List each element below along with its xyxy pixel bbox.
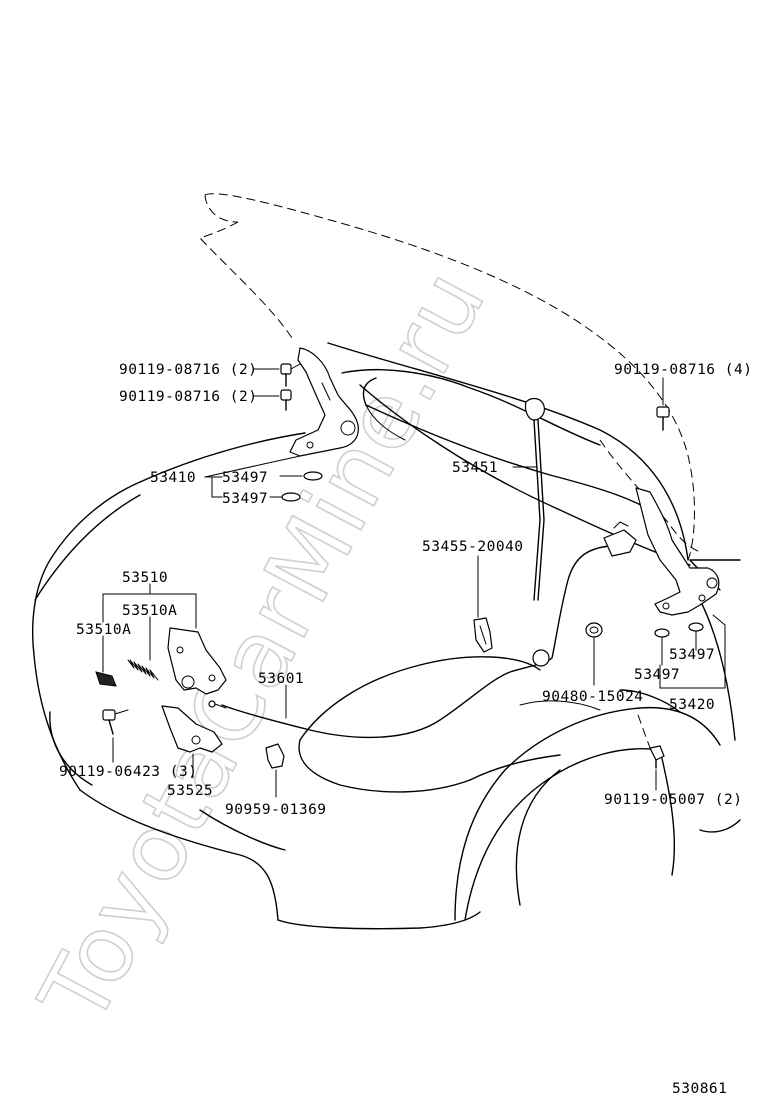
- label-support-rod: 53451: [452, 460, 498, 476]
- label-hinge-left: 53410: [150, 470, 196, 486]
- svg-text:ToyotaCarMine.ru: ToyotaCarMine.ru: [19, 252, 506, 1041]
- car-body-outline: [31, 193, 741, 930]
- hood-hinge-left: [289, 347, 359, 457]
- washer-icon: [281, 492, 301, 502]
- label-lever: 53525: [167, 783, 213, 799]
- hood-lock: [167, 627, 227, 695]
- bolt-icon: [102, 709, 129, 735]
- label-holder: 53455-20040: [422, 539, 524, 555]
- label-lock: 53510: [122, 570, 168, 586]
- hood-hinge-right: [635, 487, 720, 616]
- washer-icon: [654, 628, 670, 638]
- diagram-id: 530861: [672, 1081, 727, 1097]
- hood-support-rod: [524, 397, 545, 601]
- release-lever: [161, 705, 223, 753]
- bolt-icon: [637, 714, 665, 769]
- bolt-icon: [656, 406, 670, 431]
- label-cable: 53601: [258, 671, 304, 687]
- label-lock-a-right: 53510A: [122, 603, 177, 619]
- leader-lines: [102, 368, 726, 798]
- label-washer-left-1: 53497: [222, 470, 268, 486]
- label-washer-left-2: 53497: [222, 491, 268, 507]
- spring-icon: [127, 659, 159, 681]
- label-bolt-right: 90119-08716 (4): [614, 362, 752, 378]
- label-lock-a-left: 53510A: [76, 622, 131, 638]
- release-cable: [208, 521, 637, 739]
- label-bolt-left-2: 90119-08716 (2): [119, 389, 257, 405]
- rod-holder: [473, 617, 493, 653]
- washer-icon: [688, 622, 704, 632]
- label-hinge-right: 53420: [669, 697, 715, 713]
- label-washer-right-2: 53497: [669, 647, 715, 663]
- label-bolt-left-1: 90119-08716 (2): [119, 362, 257, 378]
- label-grommet: 90480-15024: [542, 689, 644, 705]
- watermark: ToyotaCarMine.ru: [19, 251, 508, 1042]
- label-bolt-lock: 90119-06423 (3): [59, 764, 197, 780]
- label-clip: 90959-01369: [225, 802, 327, 818]
- label-bolt-fender: 90119-05007 (2): [604, 792, 742, 808]
- part-labels: 90119-08716 (2) 90119-08716 (2) 90119-08…: [59, 362, 752, 1097]
- cable-clip-icon: [265, 743, 285, 769]
- grommet-icon: [585, 622, 603, 638]
- rubber-pad-icon: [95, 671, 117, 687]
- bolt-icon: [280, 363, 301, 387]
- bolt-icon: [280, 389, 292, 411]
- label-washer-right-1: 53497: [634, 667, 680, 683]
- washer-icon: [303, 471, 323, 481]
